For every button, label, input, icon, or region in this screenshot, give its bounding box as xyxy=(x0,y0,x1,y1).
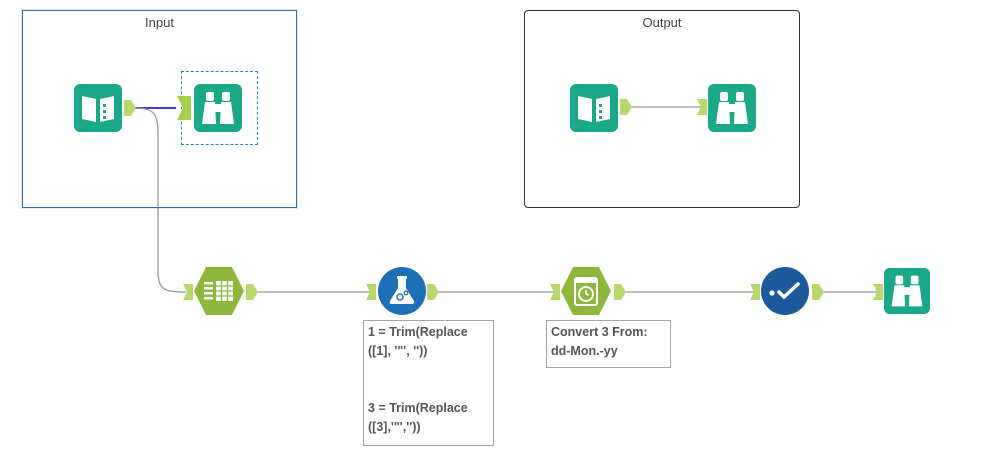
clock-icon xyxy=(561,267,611,315)
input-anchor[interactable] xyxy=(366,284,376,300)
output-anchor[interactable] xyxy=(614,284,626,300)
input-anchor[interactable] xyxy=(550,284,560,300)
datetime-tool[interactable] xyxy=(560,266,612,316)
connection-input-to-text-to-columns[interactable] xyxy=(133,107,187,293)
container-title: Output xyxy=(642,15,682,30)
input-data-tool[interactable] xyxy=(570,84,618,132)
input-anchor[interactable] xyxy=(177,96,191,120)
container-title: Input xyxy=(145,15,174,30)
input-anchor[interactable] xyxy=(750,284,760,300)
book-icon xyxy=(74,84,122,132)
selected-tool-highlight xyxy=(181,71,258,145)
checkmark-flow-icon xyxy=(761,267,809,315)
binoculars-icon xyxy=(708,84,756,132)
browse-tool[interactable] xyxy=(884,268,930,314)
input-anchor[interactable] xyxy=(697,99,707,115)
input-container[interactable]: Input xyxy=(22,10,297,208)
formula-annotation[interactable]: 1 = Trim(Replace ([1], '"', '')) 3 = Tri… xyxy=(363,320,494,446)
output-anchor[interactable] xyxy=(427,284,439,300)
input-data-tool[interactable] xyxy=(74,84,122,132)
flask-icon xyxy=(378,267,426,315)
book-icon xyxy=(570,84,618,132)
browse-tool-selected[interactable] xyxy=(194,84,242,132)
output-anchor[interactable] xyxy=(124,100,136,116)
output-anchor[interactable] xyxy=(246,284,258,300)
browse-tool[interactable] xyxy=(708,84,756,132)
datetime-annotation[interactable]: Convert 3 From: dd-Mon.-yy xyxy=(546,320,671,368)
binoculars-icon xyxy=(194,84,242,132)
text-to-columns-icon xyxy=(194,267,244,315)
output-anchor[interactable] xyxy=(812,284,824,300)
input-anchor[interactable] xyxy=(183,284,193,300)
output-container[interactable]: Output xyxy=(524,10,800,208)
text-to-columns-tool[interactable] xyxy=(193,266,245,316)
formula-tool[interactable] xyxy=(378,267,426,315)
binoculars-icon xyxy=(884,268,930,314)
select-tool[interactable] xyxy=(761,267,809,315)
output-anchor[interactable] xyxy=(620,99,632,115)
input-anchor[interactable] xyxy=(873,284,883,300)
